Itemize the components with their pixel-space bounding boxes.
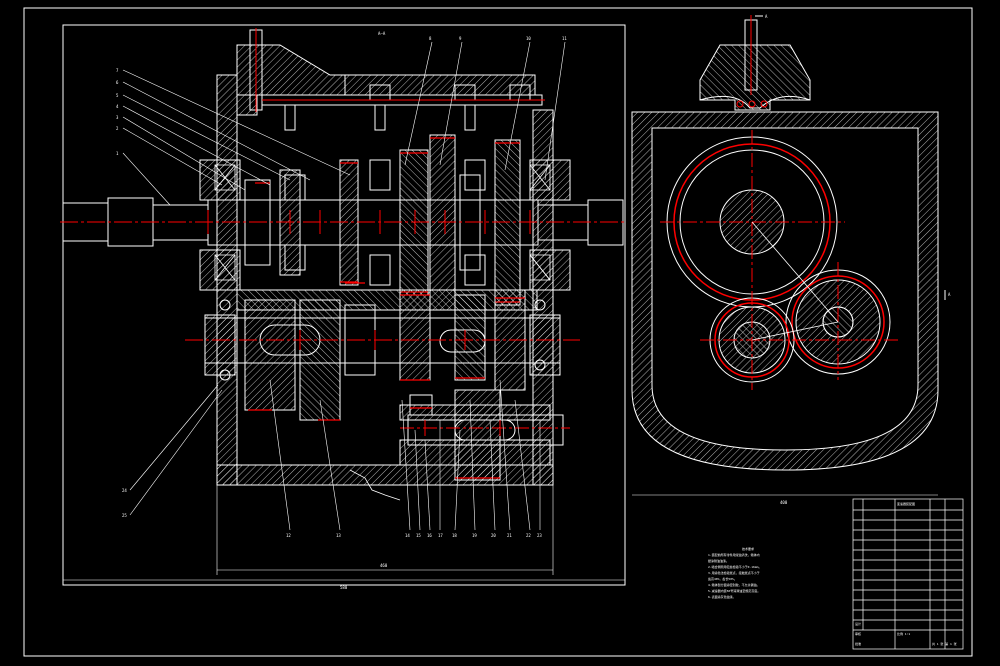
dimension-lines bbox=[63, 485, 625, 581]
callout-7: 7 bbox=[116, 68, 119, 73]
section-label-top: A—A bbox=[378, 31, 386, 36]
leader-lines-bottom bbox=[269, 379, 541, 531]
leader-lines-top bbox=[404, 41, 566, 181]
tech-req-line: 4.箱体剖分面涂密封胶，不允许漏油。 bbox=[708, 583, 760, 587]
title-block-sheet: 共 1 张 第 1 张 bbox=[932, 642, 957, 646]
section-label-right: A bbox=[765, 14, 768, 19]
callout-17: 17 bbox=[438, 533, 443, 538]
tech-req-line: 壁涂耐油油漆。 bbox=[708, 559, 730, 563]
tech-req-line: 2.啮合侧隙用铅丝检验不小于0.16mm。 bbox=[708, 565, 762, 569]
callout-1: 1 bbox=[116, 151, 119, 156]
callout-14: 14 bbox=[405, 533, 410, 538]
callout-4: 4 bbox=[116, 104, 119, 109]
sheet-border bbox=[23, 7, 973, 657]
callout-10: 10 bbox=[526, 36, 531, 41]
tech-req-line: 3.用涂色法检验斑点，接触斑点不小于 bbox=[708, 571, 760, 575]
callouts-bottom: 12 13 14 15 16 17 18 19 20 21 22 23 bbox=[286, 533, 542, 538]
counter-gear-pitch-lines bbox=[248, 282, 525, 421]
callout-15: 15 bbox=[416, 533, 421, 538]
tech-req-line: 齿高40%，齿长50%。 bbox=[708, 577, 737, 581]
tech-req-line: 6.表面涂灰色油漆。 bbox=[708, 595, 736, 599]
leader-lines-left bbox=[122, 69, 351, 206]
callout-18: 18 bbox=[452, 533, 457, 538]
callout-20: 20 bbox=[491, 533, 496, 538]
tech-req-line: 1.装配前所有零件用煤油清洗，箱体内 bbox=[708, 553, 760, 557]
title-block-name: 变速器装配图 bbox=[897, 502, 916, 506]
callouts-top: 8 9 10 11 bbox=[429, 36, 567, 41]
callout-19: 19 bbox=[472, 533, 477, 538]
bearings bbox=[214, 164, 551, 281]
title-block-approver: 批准 bbox=[855, 642, 862, 646]
dimension-main-text: 580 bbox=[340, 585, 348, 590]
callout-3: 3 bbox=[116, 115, 119, 120]
callout-13: 13 bbox=[336, 533, 341, 538]
callout-11: 11 bbox=[562, 36, 567, 41]
callout-16: 16 bbox=[427, 533, 432, 538]
callout-23: 23 bbox=[537, 533, 542, 538]
callout-22: 22 bbox=[526, 533, 531, 538]
tech-req-title: 技术要求 bbox=[741, 547, 754, 551]
gear-vertical-centerlines bbox=[207, 210, 531, 436]
cut-marker: A bbox=[948, 292, 951, 297]
callout-25: 25 bbox=[122, 513, 127, 518]
callout-5: 5 bbox=[116, 93, 119, 98]
technical-requirements: 技术要求 1.装配前所有零件用煤油清洗，箱体内 壁涂耐油油漆。 2.啮合侧隙用铅… bbox=[708, 546, 788, 600]
callouts-left: 1 2 3 4 5 6 7 bbox=[116, 68, 119, 156]
side-dimension-text: 400 bbox=[780, 500, 788, 505]
callout-21: 21 bbox=[507, 533, 512, 538]
break-line bbox=[349, 469, 401, 501]
dimension-inner-text: 460 bbox=[380, 563, 388, 568]
leader-lines-lower-left bbox=[129, 384, 223, 516]
title-block-frame bbox=[852, 498, 964, 650]
counter-shaft bbox=[204, 289, 561, 421]
callout-24: 24 bbox=[122, 488, 127, 493]
callout-8: 8 bbox=[429, 36, 432, 41]
title-block-designer: 设计 bbox=[855, 622, 862, 626]
title-block-reviewer: 审核 bbox=[855, 632, 862, 636]
side-top-cover bbox=[699, 44, 811, 111]
callout-9: 9 bbox=[459, 36, 462, 41]
main-section-view: 460 580 A—A 1 2 3 4 5 6 7 bbox=[60, 28, 625, 590]
callout-12: 12 bbox=[286, 533, 291, 538]
tech-req-line: 5.减速器内装50号润滑油至规定高度。 bbox=[708, 589, 761, 593]
side-view: A A 400 bbox=[631, 14, 951, 505]
callout-2: 2 bbox=[116, 126, 119, 131]
title-block-scale: 比例 1:1 bbox=[897, 632, 911, 636]
callout-6: 6 bbox=[116, 80, 119, 85]
